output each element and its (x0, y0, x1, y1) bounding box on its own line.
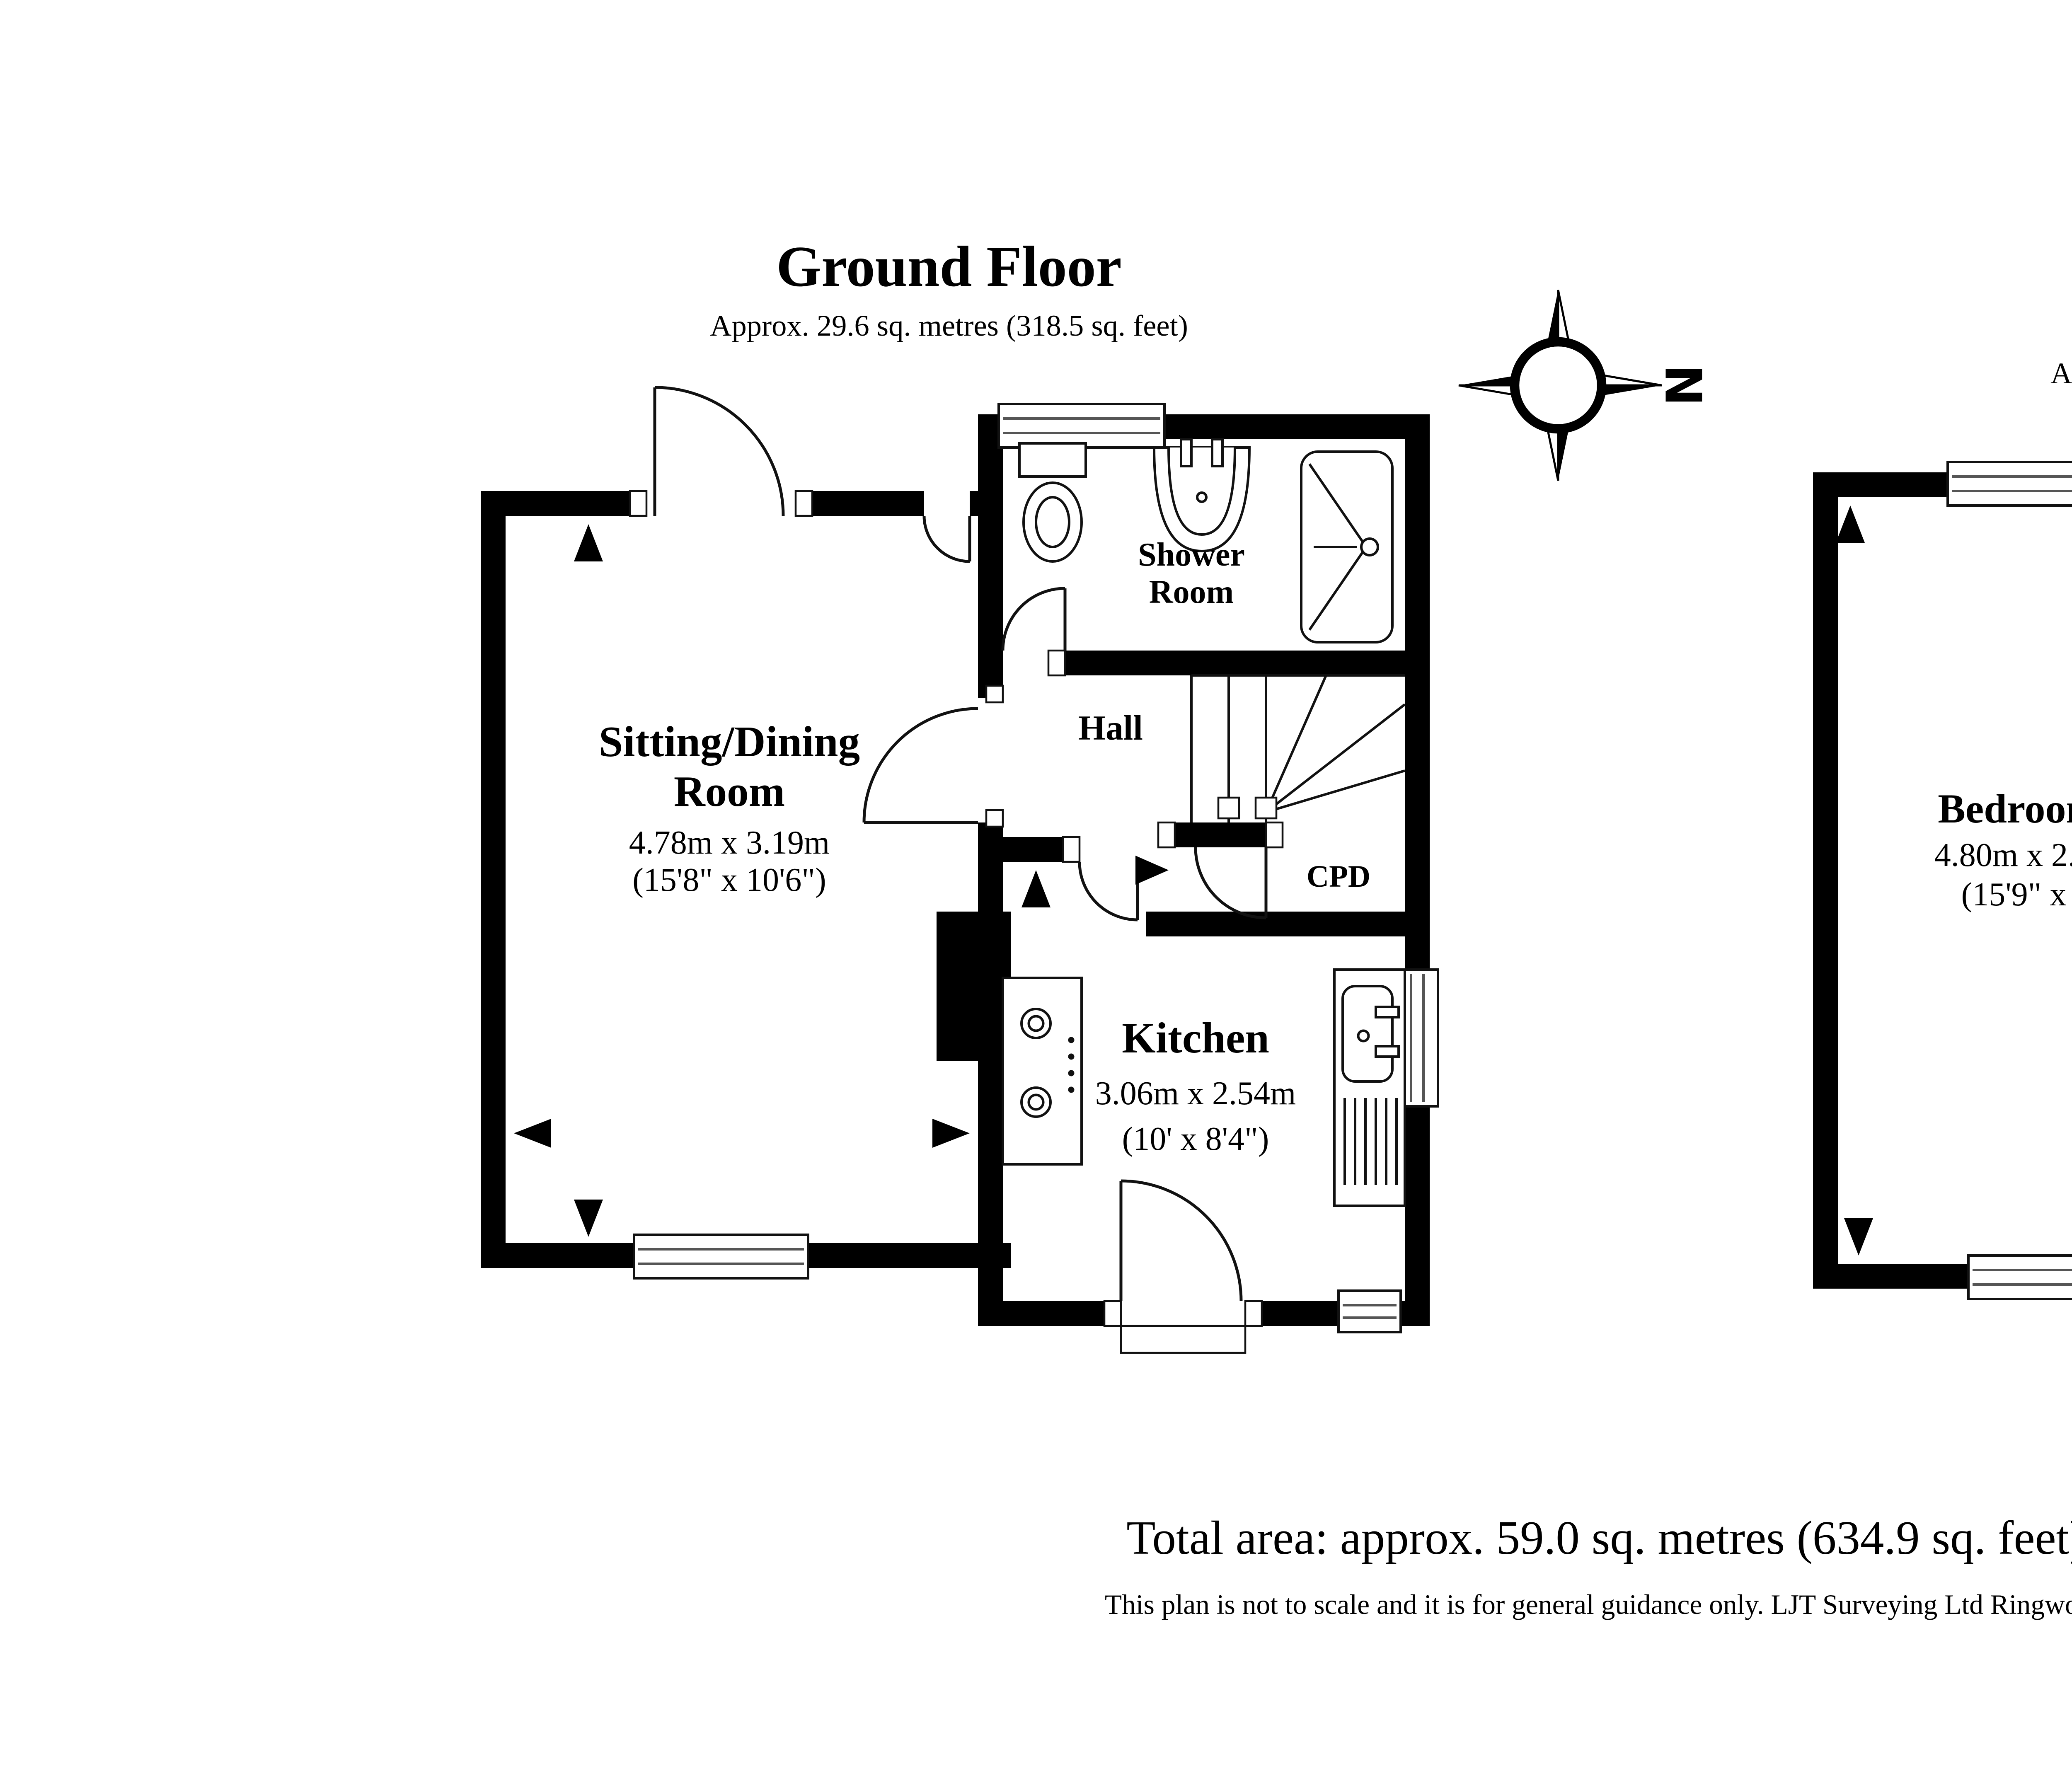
compass-north-label: N (1654, 365, 1711, 406)
disclaimer-text: This plan is not to scale and it is for … (1105, 1589, 2072, 1620)
kitchen-door (1078, 861, 1139, 922)
first-room-labels: Bedroom 1 4.80m x 2.75m (15'9" x 9') Bed… (1934, 786, 2072, 913)
arrow-right (932, 1119, 970, 1148)
arrow-up (574, 524, 603, 561)
basin (1152, 438, 1251, 553)
sitting-room-dims-imperial: (15'8" x 10'6") (632, 862, 826, 898)
ground-windows (633, 403, 1439, 1333)
first-walls (1813, 472, 1968, 1289)
ground-fixtures (1002, 438, 1406, 1207)
back-door (1119, 1179, 1243, 1301)
ground-doors (653, 386, 1268, 1301)
shower-tray (1300, 450, 1394, 643)
first-floor-area: Approx. 29.4 sq. metres (316.4 sq. feet) (2050, 356, 2072, 390)
hall-top-door (922, 515, 971, 563)
ground-floor-header: Ground Floor Approx. 29.6 sq. metres (31… (710, 235, 1188, 342)
chimney-breast (937, 912, 1011, 1061)
compass-icon: N (1458, 290, 1711, 481)
shower-room-window (997, 403, 1166, 449)
first-dimension-arrows (1836, 506, 1873, 1255)
kitchen-dims-metric: 3.06m x 2.54m (1095, 1075, 1296, 1112)
bedroom1-top-window (1946, 461, 2072, 507)
arrow-down (1844, 1218, 1873, 1255)
ground-floor-plan: Sitting/Dining Room 4.78m x 3.19m (15'8"… (481, 386, 1439, 1354)
hall-label: Hall (1078, 709, 1143, 747)
sitting-room-door (862, 707, 978, 824)
cpd-label: CPD (1307, 859, 1370, 894)
bedroom1-dims-metric: 4.80m x 2.75m (1934, 837, 2072, 873)
ground-dimension-arrows (514, 524, 1169, 1237)
shower-room-label: Shower (1138, 537, 1245, 573)
shower-room-label2: Room (1149, 574, 1234, 610)
ground-floor-area: Approx. 29.6 sq. metres (318.5 sq. feet) (710, 309, 1188, 342)
toilet (1018, 442, 1087, 563)
kitchen-sink (1333, 968, 1406, 1207)
arrow-up (1836, 506, 1865, 543)
sitting-room-label2: Room (674, 767, 785, 815)
cpd-door (1194, 847, 1268, 919)
bedroom1-dims-imperial: (15'9" x 9') (1961, 876, 2072, 913)
arrow-down (574, 1200, 603, 1237)
first-floor-plan: Bedroom 1 4.80m x 2.75m (15'9" x 9') Bed… (1813, 461, 2072, 1300)
sitting-room-label: Sitting/Dining (599, 717, 860, 766)
ground-stairs (1190, 674, 1406, 822)
first-windows (1946, 461, 2072, 1300)
kitchen-dims-imperial: (10' x 8'4") (1122, 1121, 1269, 1157)
bedroom1-bottom-window (1967, 1254, 2072, 1300)
footer: Total area: approx. 59.0 sq. metres (634… (1105, 1512, 2072, 1620)
sitting-room-dims-metric: 4.78m x 3.19m (629, 825, 830, 861)
bedroom1-label: Bedroom 1 (1938, 786, 2072, 832)
ground-room-labels: Sitting/Dining Room 4.78m x 3.19m (15'8"… (599, 537, 1370, 1157)
arrow-up (1021, 870, 1051, 907)
hob (1002, 977, 1083, 1166)
ground-walls (481, 414, 1430, 1326)
arrow-right (1135, 856, 1169, 885)
total-area-text: Total area: approx. 59.0 sq. metres (634… (1126, 1512, 2072, 1564)
front-door (653, 386, 785, 516)
shower-room-door (1001, 587, 1067, 651)
kitchen-label: Kitchen (1122, 1014, 1269, 1062)
ground-door-jambs (629, 490, 1284, 1354)
sitting-room-window (633, 1234, 809, 1280)
arrow-left (514, 1119, 551, 1148)
kitchen-small-window (1337, 1289, 1402, 1333)
ground-floor-title: Ground Floor (776, 235, 1122, 299)
first-floor-header: First Floor Approx. 29.4 sq. metres (316… (2050, 356, 2072, 390)
